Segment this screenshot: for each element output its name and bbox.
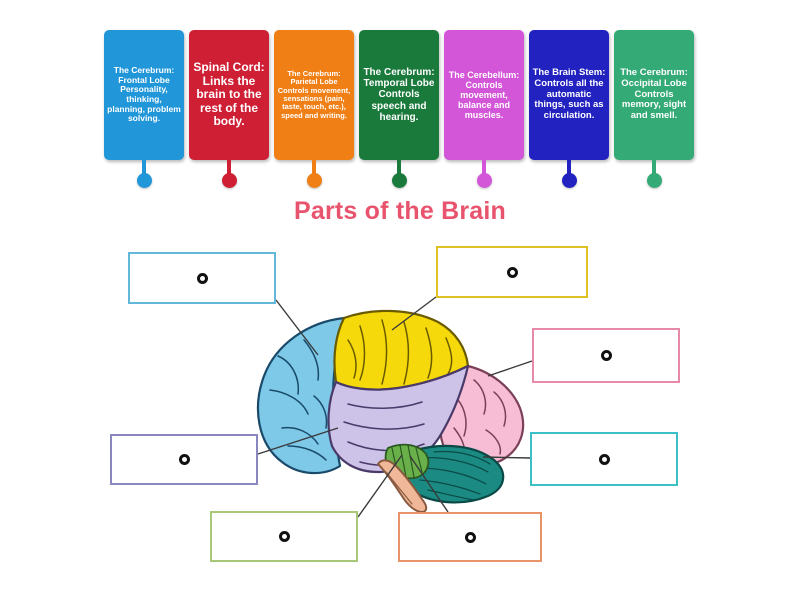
card-temporal-lobe-wrapper: The Cerebrum: Temporal Lobe Controls spe…: [359, 30, 439, 188]
card-brain-stem-stem: [567, 160, 571, 174]
page-title: Parts of the Brain: [294, 197, 506, 225]
card-cerebellum-wrapper: The Cerebellum: Controls movement, balan…: [444, 30, 524, 188]
card-spinal-cord-text: Spinal Cord: Links the brain to the rest…: [193, 60, 265, 129]
drop-box-left-lower[interactable]: [110, 434, 258, 485]
drop-target-marker: [196, 272, 208, 284]
card-spinal-cord[interactable]: Spinal Cord: Links the brain to the rest…: [189, 30, 269, 160]
card-parietal-lobe-stem: [312, 160, 316, 174]
card-temporal-lobe-text: The Cerebrum: Temporal Lobe Controls spe…: [363, 67, 435, 123]
card-parietal-lobe-text: The Cerebrum: Parietal Lobe Controls mov…: [277, 68, 351, 120]
card-spinal-cord-connector-dot[interactable]: [221, 173, 237, 188]
drop-box-top-left[interactable]: [128, 252, 276, 304]
card-brain-stem-wrapper: The Brain Stem: Controls all the automat…: [529, 30, 609, 188]
card-cerebellum-text: The Cerebellum: Controls movement, balan…: [448, 69, 520, 121]
card-parietal-lobe-wrapper: The Cerebrum: Parietal Lobe Controls mov…: [274, 30, 354, 188]
card-temporal-lobe-connector-dot[interactable]: [391, 173, 407, 188]
card-parietal-lobe-connector-dot[interactable]: [306, 173, 322, 188]
card-occipital-lobe[interactable]: The Cerebrum: Occipital Lobe Controls me…: [614, 30, 694, 160]
card-occipital-lobe-stem: [652, 160, 656, 174]
label-cards-tray: The Cerebrum: Frontal Lobe Personality, …: [0, 0, 800, 190]
card-frontal-lobe-wrapper: The Cerebrum: Frontal Lobe Personality, …: [104, 30, 184, 188]
card-cerebellum-connector-dot[interactable]: [476, 173, 492, 188]
drop-target-marker: [464, 531, 476, 543]
drop-box-top-right[interactable]: [436, 246, 588, 298]
card-temporal-lobe[interactable]: The Cerebrum: Temporal Lobe Controls spe…: [359, 30, 439, 160]
drop-target-marker: [506, 266, 518, 278]
card-spinal-cord-wrapper: Spinal Cord: Links the brain to the rest…: [189, 30, 269, 188]
drop-box-right-upper[interactable]: [532, 328, 680, 383]
card-occipital-lobe-connector-dot[interactable]: [646, 173, 662, 188]
card-brain-stem-text: The Brain Stem: Controls all the automat…: [532, 67, 606, 121]
drop-box-bottom-center[interactable]: [398, 512, 542, 562]
card-brain-stem-connector-dot[interactable]: [561, 173, 577, 188]
drop-target-marker: [600, 350, 612, 361]
drop-box-right-lower[interactable]: [530, 432, 678, 486]
card-frontal-lobe-stem: [142, 160, 146, 174]
card-parietal-lobe[interactable]: The Cerebrum: Parietal Lobe Controls mov…: [274, 30, 354, 160]
card-temporal-lobe-stem: [397, 160, 401, 174]
drop-target-marker: [278, 531, 290, 542]
card-cerebellum[interactable]: The Cerebellum: Controls movement, balan…: [444, 30, 524, 160]
card-spinal-cord-stem: [227, 160, 231, 174]
drop-box-bottom-left[interactable]: [210, 511, 358, 562]
card-occipital-lobe-wrapper: The Cerebrum: Occipital Lobe Controls me…: [614, 30, 694, 188]
card-occipital-lobe-text: The Cerebrum: Occipital Lobe Controls me…: [620, 67, 688, 121]
card-cerebellum-stem: [482, 160, 486, 174]
brain-diagram: [248, 296, 548, 516]
card-brain-stem[interactable]: The Brain Stem: Controls all the automat…: [529, 30, 609, 160]
card-frontal-lobe-text: The Cerebrum: Frontal Lobe Personality, …: [107, 65, 181, 124]
drop-target-marker: [598, 453, 610, 465]
drop-target-marker: [178, 454, 190, 465]
card-frontal-lobe-connector-dot[interactable]: [136, 173, 152, 188]
card-frontal-lobe[interactable]: The Cerebrum: Frontal Lobe Personality, …: [104, 30, 184, 160]
